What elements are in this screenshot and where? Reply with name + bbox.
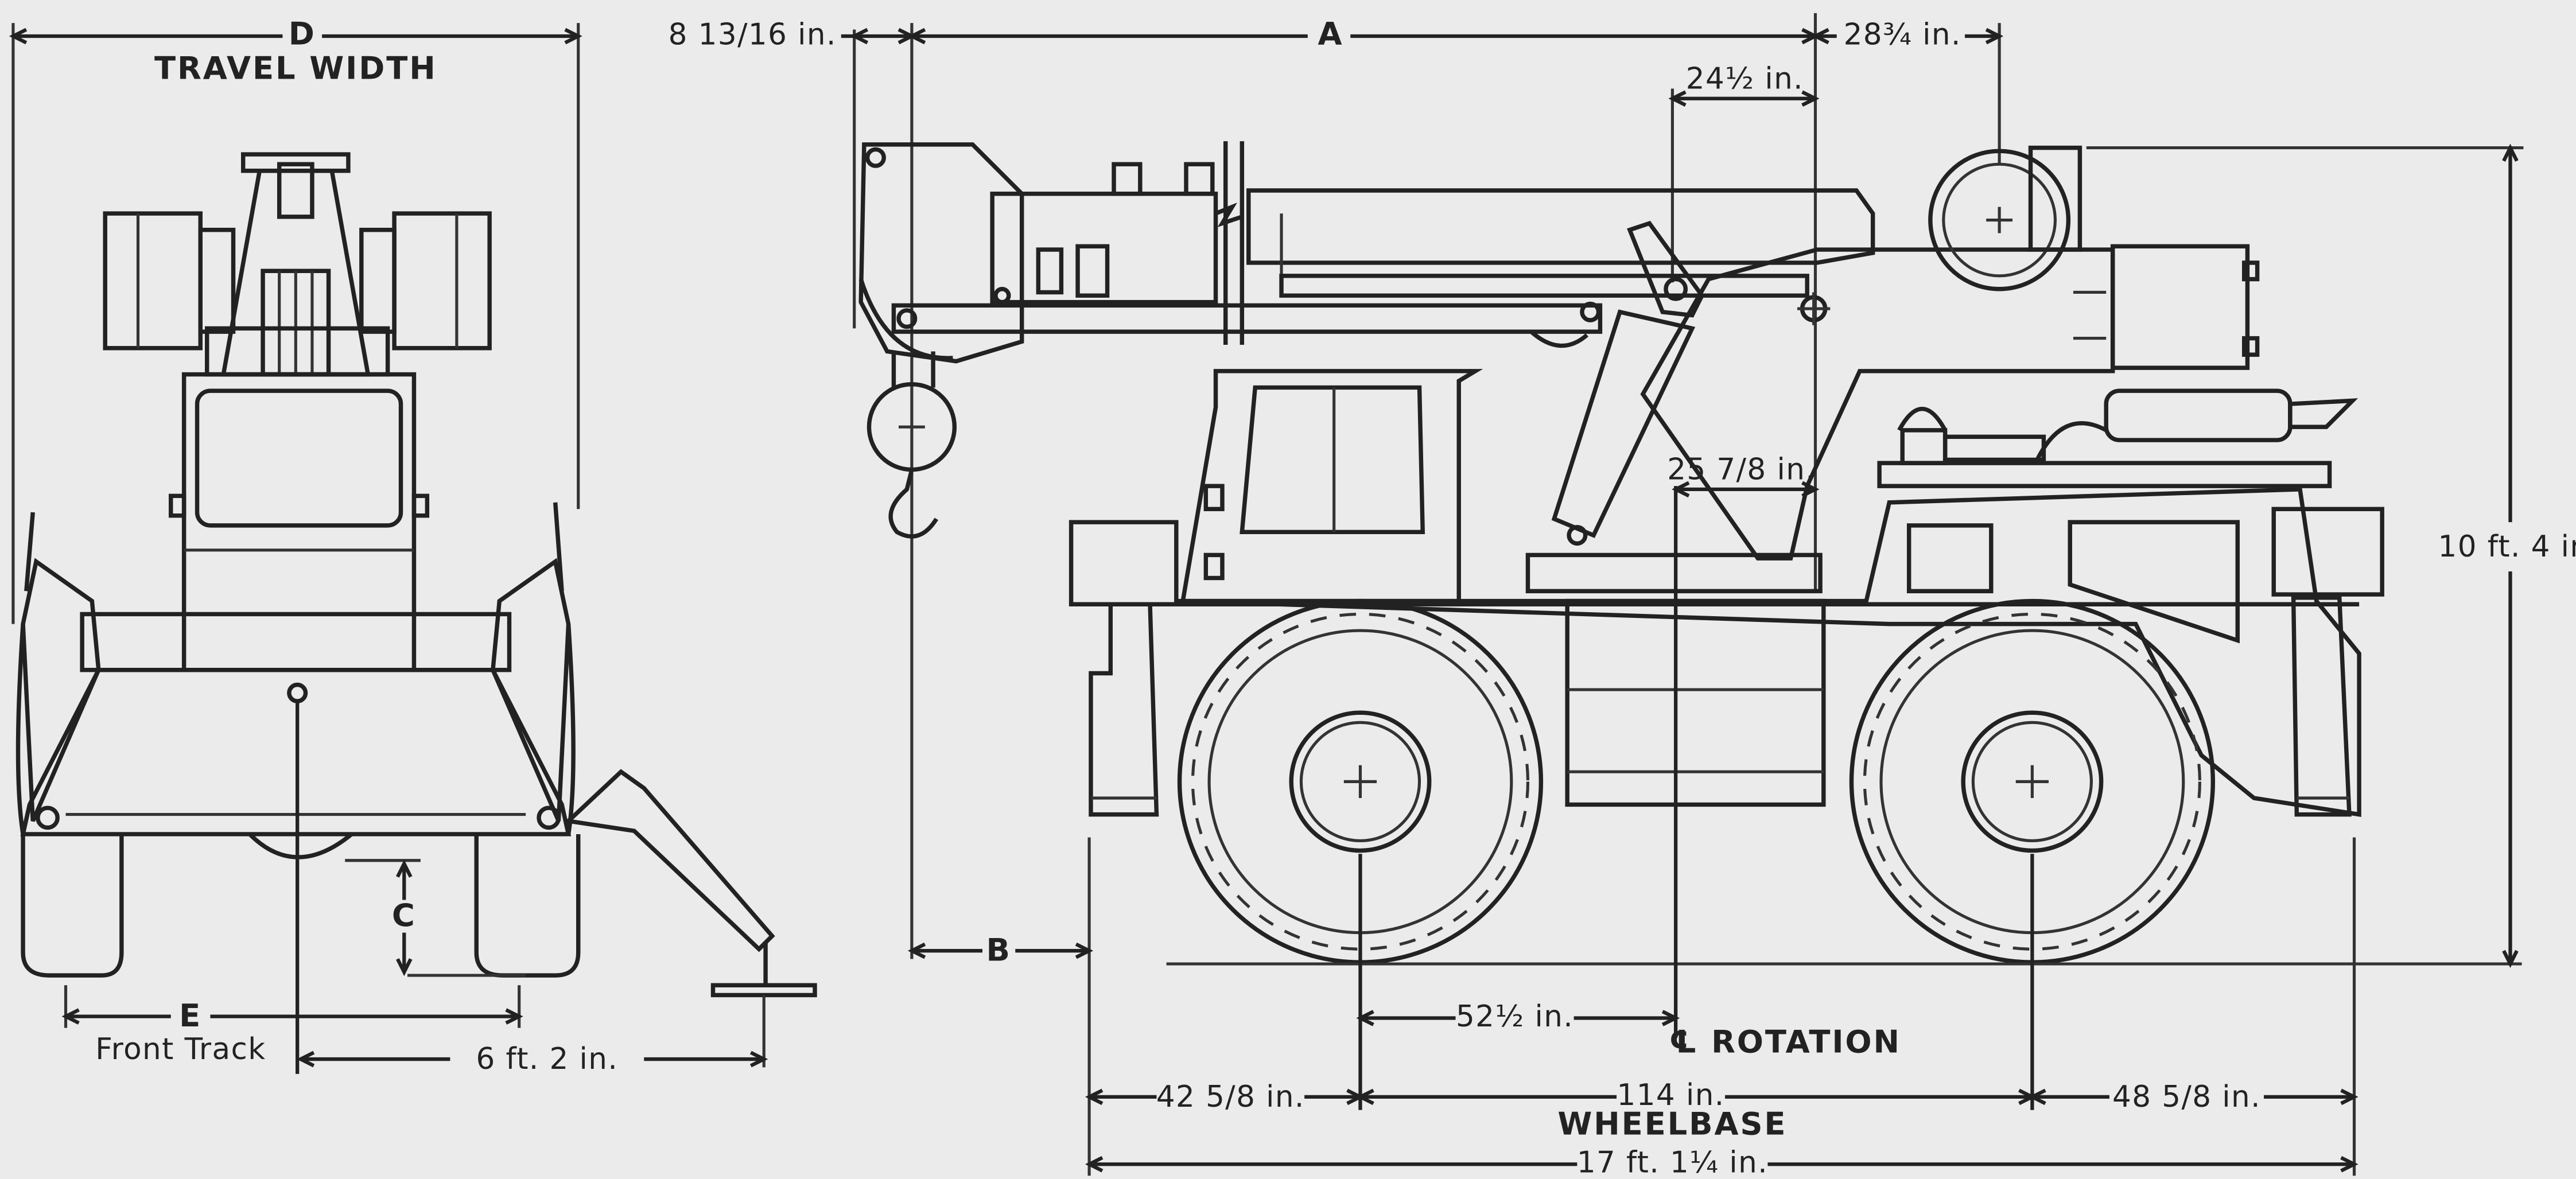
dim-52-label: 52½ in. xyxy=(1456,999,1573,1034)
hook-offset-label: 8 13/16 in. xyxy=(669,17,837,52)
outrigger-reach-line xyxy=(296,995,768,1068)
dim-c-label: C xyxy=(392,897,417,933)
overall-length-label: 17 ft. 1¼ in. xyxy=(1577,1146,1768,1179)
side-outriggers xyxy=(1089,596,2352,817)
side-view: 8 13/16 in. A 28¾ in. 24½ in. xyxy=(669,13,2576,1179)
front-cab xyxy=(169,372,430,672)
overall-length-line xyxy=(1085,1155,2359,1173)
dim-24-line xyxy=(1668,88,1820,283)
front-overhang-label: 42 5/8 in. xyxy=(1156,1080,1305,1114)
dim-b-line xyxy=(907,942,1094,959)
rotation-label: ℄ ROTATION xyxy=(1669,1024,1901,1060)
dim-28-label: 28¾ in. xyxy=(1844,17,1961,52)
outrigger-reach-label: 6 ft. 2 in. xyxy=(476,1042,619,1076)
front-boom-head xyxy=(220,152,371,377)
engine-deck xyxy=(1877,388,2359,488)
front-view: D TRAVEL WIDTH xyxy=(9,15,817,1076)
telescopic-boom xyxy=(858,141,1875,364)
top-dimension-lines xyxy=(841,13,2004,959)
dim-b-label: B xyxy=(986,932,1011,968)
dim-e-line xyxy=(61,985,523,1028)
dim-e-label: E xyxy=(179,998,202,1034)
dim-25-label: 25 7/8 in. xyxy=(1667,453,1816,487)
wheelbase-dimension-line xyxy=(1085,1088,2359,1106)
dim-a-label: A xyxy=(1318,15,1343,52)
dim-c-line xyxy=(345,859,526,977)
front-outrigger xyxy=(564,769,817,998)
superstructure xyxy=(1640,244,2260,561)
wheelbase-value-label: 114 in. xyxy=(1617,1078,1725,1112)
dim-d-line xyxy=(9,23,582,624)
front-winch-drums xyxy=(103,211,492,377)
rotation-centerline xyxy=(1672,481,1820,1038)
hoist-drum xyxy=(1928,145,2082,291)
carrier-frame xyxy=(1069,487,2384,817)
overall-height-label: 10 ft. 4 in. xyxy=(2438,530,2576,564)
dim-d-label: D xyxy=(289,15,316,52)
front-track-label: Front Track xyxy=(95,1032,266,1067)
wheelbase-label: WHEELBASE xyxy=(1557,1106,1787,1142)
front-tires xyxy=(21,832,581,978)
rear-overhang-label: 48 5/8 in. xyxy=(2112,1080,2261,1114)
dim-52-line xyxy=(1356,1010,1680,1026)
travel-width-label: TRAVEL WIDTH xyxy=(154,50,437,86)
dim-24-label: 24½ in. xyxy=(1686,62,1804,96)
height-dimension-line xyxy=(2086,143,2524,968)
lift-cylinder xyxy=(1551,220,1705,546)
front-fenders xyxy=(21,502,571,822)
hook-block xyxy=(867,351,957,539)
